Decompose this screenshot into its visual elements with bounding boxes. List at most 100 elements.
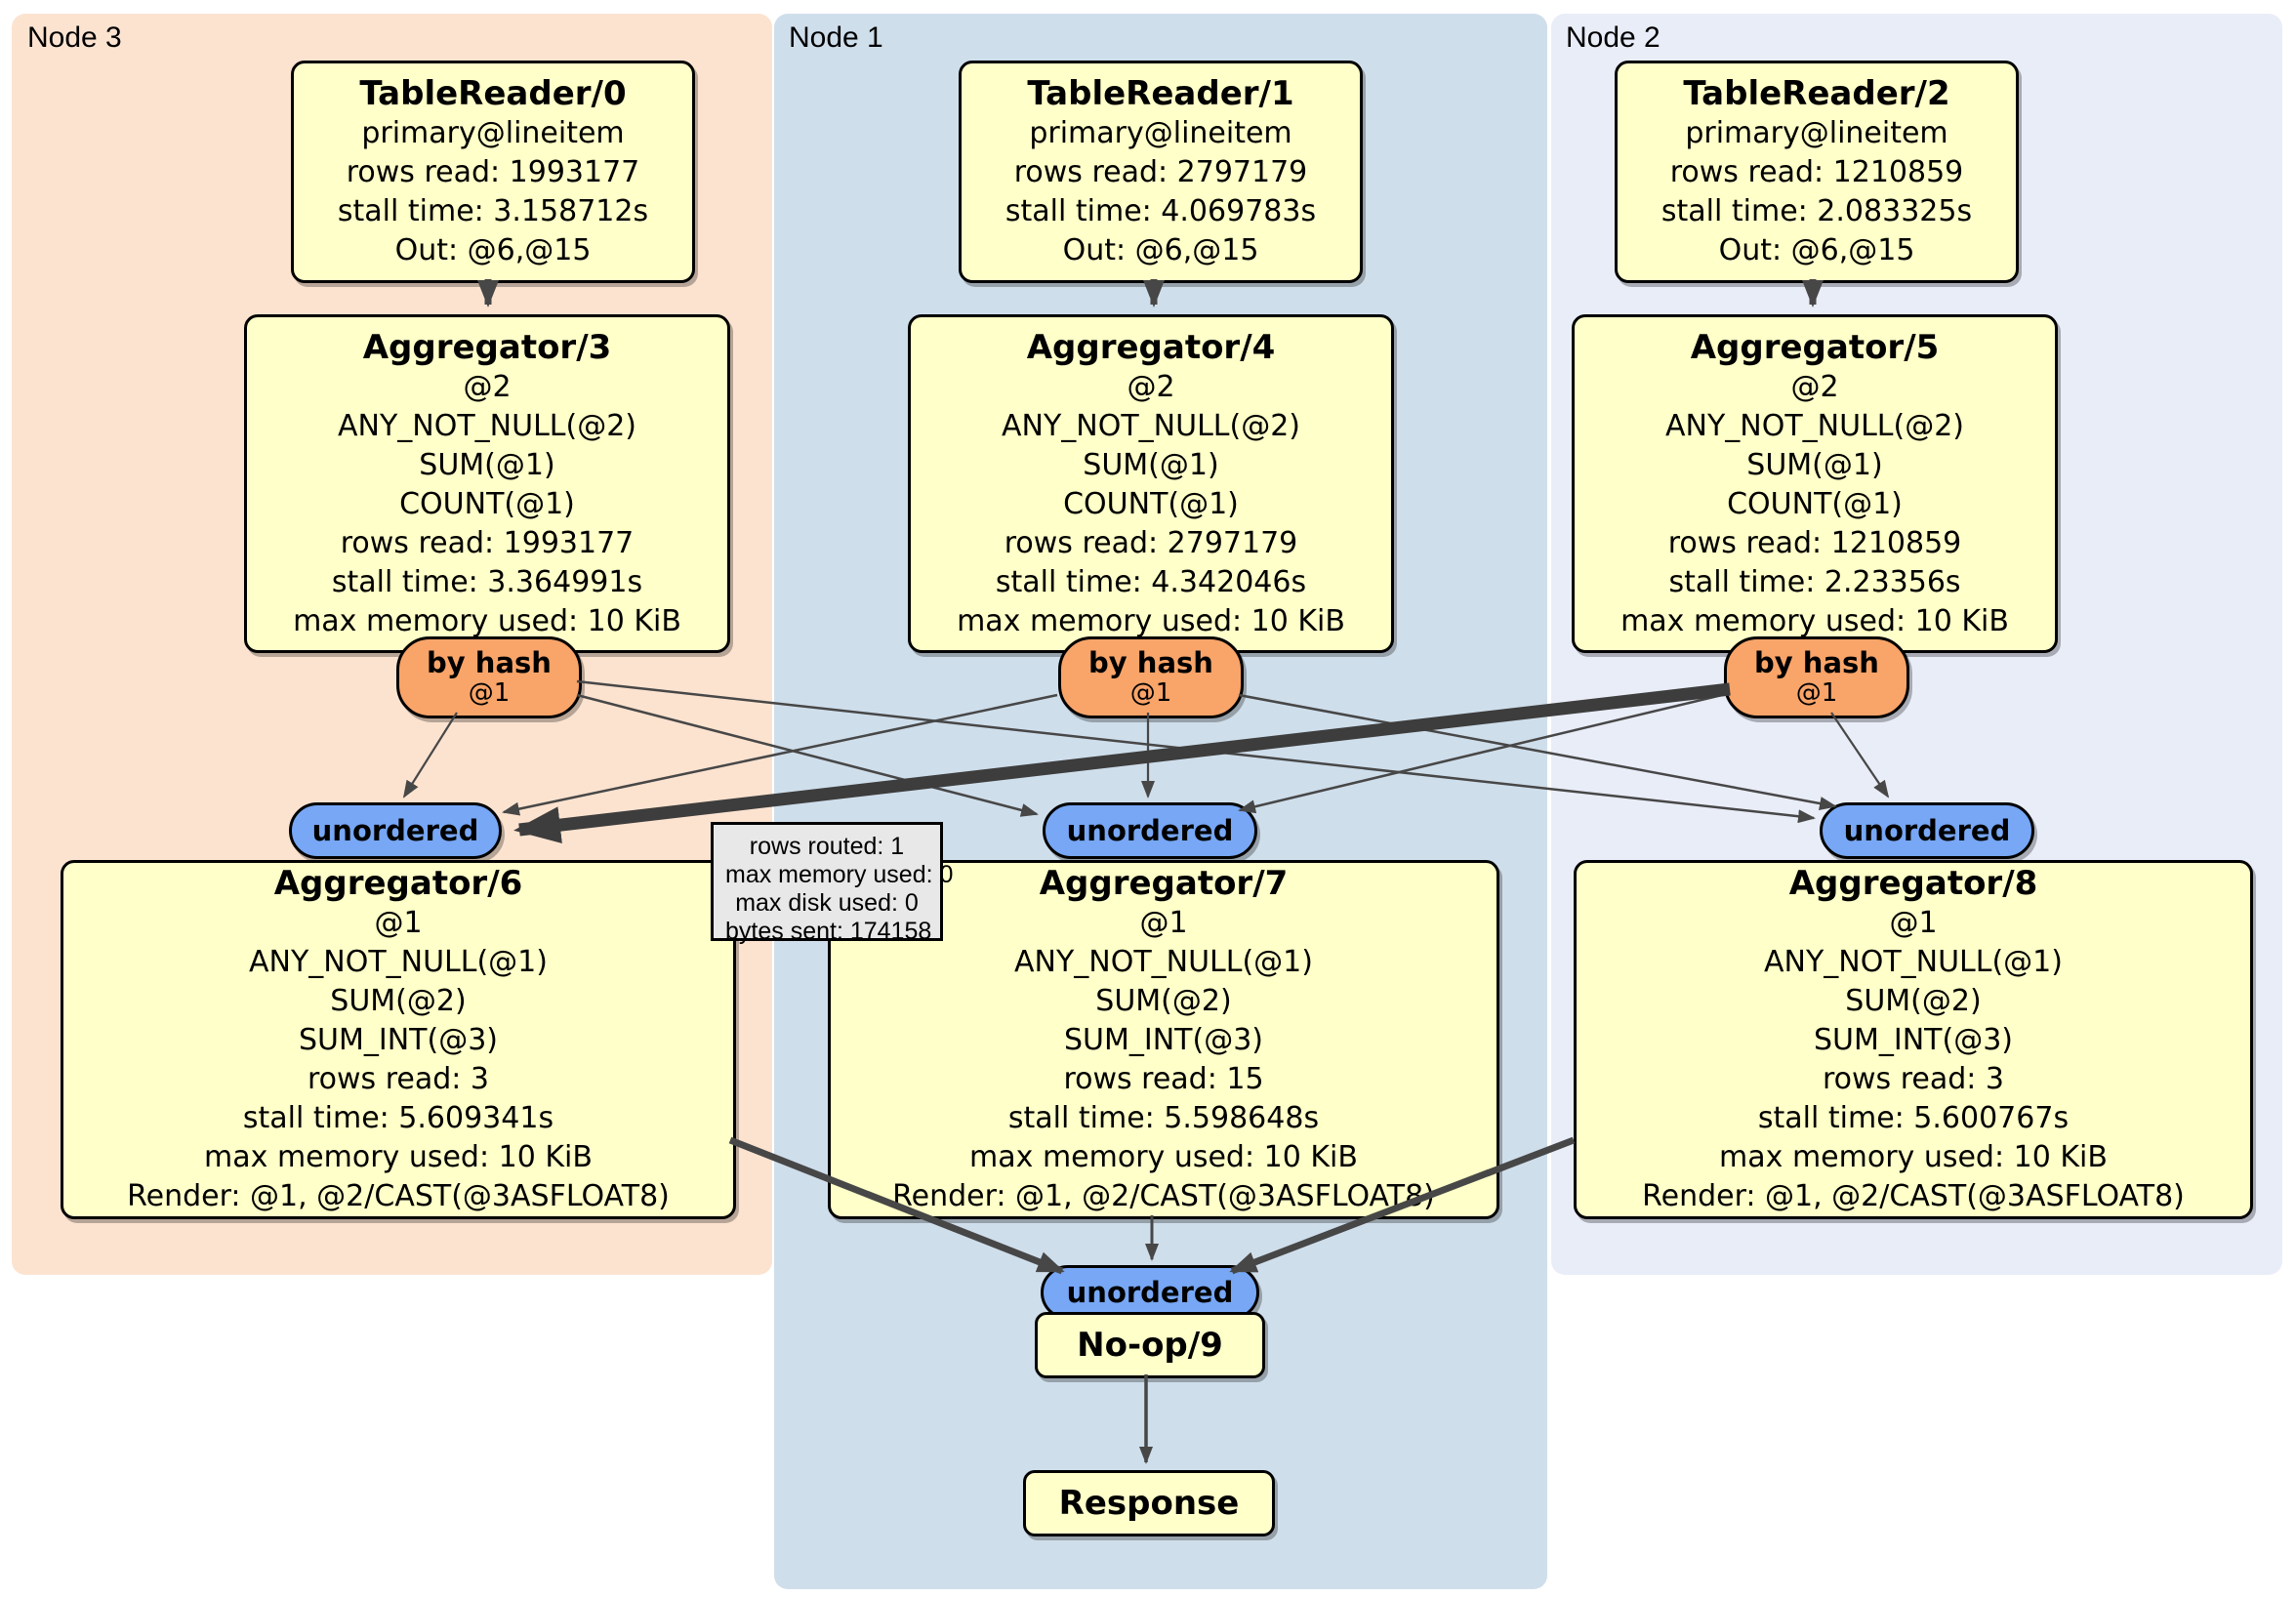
detail-line: SUM(@2) [1095, 984, 1232, 1018]
processor-tablereader-1: TableReader/1 primary@lineitem rows read:… [959, 61, 1363, 283]
detail-line: stall time: 5.609341s [242, 1101, 554, 1135]
stream-label: unordered [1843, 814, 2011, 847]
processor-title: TableReader/2 [1683, 74, 1950, 113]
detail-line: @1 [1889, 906, 1938, 940]
stream-label: unordered [1066, 814, 1234, 847]
stream-unordered-node1: unordered [1043, 802, 1257, 859]
detail-line: primary@lineitem [1685, 116, 1948, 150]
detail-line: ANY_NOT_NULL(@2) [1665, 408, 1964, 443]
processor-title: Response [1058, 1484, 1240, 1523]
stream-label: unordered [311, 814, 479, 847]
router-key: @1 [1795, 678, 1838, 708]
detail-line: stall time: 4.069783s [1004, 194, 1317, 228]
detail-line: stall time: 4.342046s [995, 564, 1307, 599]
processor-title: No-op/9 [1077, 1326, 1223, 1365]
router-by-hash-node3: by hash @1 [396, 636, 582, 718]
detail-line: SUM(@1) [1746, 447, 1883, 482]
processor-title: Aggregator/5 [1690, 327, 1940, 367]
detail-line: ANY_NOT_NULL(@1) [1763, 945, 2063, 979]
detail-line: rows read: 1993177 [340, 525, 635, 560]
detail-line: @2 [1127, 369, 1175, 404]
detail-line: COUNT(@1) [1063, 486, 1239, 521]
detail-line: Render: @1, @2/CAST(@3ASFLOAT8) [1642, 1179, 2185, 1213]
processor-title: TableReader/1 [1027, 74, 1294, 113]
detail-line: Out: @6,@15 [394, 233, 592, 267]
detail-line: @2 [1790, 369, 1839, 404]
processor-title: Aggregator/6 [273, 864, 523, 903]
detail-line: rows read: 1210859 [1669, 155, 1964, 189]
detail-line: max memory used: 10 KiB [293, 603, 681, 638]
detail-line: rows routed: 1 [749, 833, 905, 860]
detail-line: stall time: 2.083325s [1660, 194, 1973, 228]
stream-label: unordered [1066, 1276, 1234, 1309]
processor-tablereader-2: TableReader/2 primary@lineitem rows read:… [1615, 61, 2019, 283]
detail-line: Render: @1, @2/CAST(@3ASFLOAT8) [127, 1179, 670, 1213]
detail-line: max memory used: 10 KiB [1719, 1140, 2108, 1174]
detail-line: @1 [374, 906, 423, 940]
stream-unordered-final: unordered [1041, 1265, 1259, 1320]
detail-line: @2 [463, 369, 512, 404]
processor-title: Aggregator/7 [1039, 864, 1289, 903]
detail-line: rows read: 3 [307, 1062, 489, 1096]
router-label: by hash [1088, 646, 1213, 679]
detail-line: COUNT(@1) [399, 486, 575, 521]
detail-line: max memory used: 10 KiB [204, 1140, 593, 1174]
detail-line: @1 [1139, 906, 1188, 940]
detail-line: rows read: 1210859 [1667, 525, 1962, 560]
processor-noop-9: No-op/9 [1035, 1312, 1265, 1378]
node3-label: Node 3 [27, 21, 122, 54]
router-label: by hash [1754, 646, 1879, 679]
detail-line: rows read: 2797179 [1013, 155, 1308, 189]
detail-line: ANY_NOT_NULL(@2) [338, 408, 636, 443]
router-by-hash-node2: by hash @1 [1724, 636, 1909, 718]
node1-label: Node 1 [789, 21, 883, 54]
detail-line: Out: @6,@15 [1062, 233, 1259, 267]
processor-details: primary@lineitem rows read: 1210859 stall … [1661, 114, 1972, 270]
detail-line: ANY_NOT_NULL(@1) [1013, 945, 1313, 979]
detail-line: rows read: 3 [1822, 1062, 2004, 1096]
detail-line: SUM_INT(@3) [298, 1023, 498, 1057]
detail-line: stall time: 3.364991s [331, 564, 643, 599]
processor-response: Response [1023, 1470, 1275, 1536]
processor-title: TableReader/0 [359, 74, 627, 113]
detail-line: Out: @6,@15 [1718, 233, 1915, 267]
detail-line: SUM(@2) [330, 984, 467, 1018]
detail-line: max memory used: 10 KiB [969, 1140, 1358, 1174]
processor-title: Aggregator/4 [1026, 327, 1276, 367]
detail-line: max memory used: 10 KiB [1620, 603, 2009, 638]
detail-line: SUM(@1) [419, 447, 555, 482]
router-label: by hash [427, 646, 552, 679]
router-key: @1 [468, 678, 511, 708]
detail-line: primary@lineitem [361, 116, 625, 150]
detail-line: primary@lineitem [1029, 116, 1292, 150]
detail-line: rows read: 15 [1063, 1062, 1264, 1096]
stream-unordered-node2: unordered [1820, 802, 2034, 859]
detail-line: max memory used: 10 KiB [957, 603, 1345, 638]
detail-line: stall time: 5.600767s [1757, 1101, 2070, 1135]
detail-line: stall time: 5.598648s [1007, 1101, 1320, 1135]
detail-line: SUM_INT(@3) [1063, 1023, 1263, 1057]
detail-line: SUM_INT(@3) [1813, 1023, 2013, 1057]
detail-line: SUM(@1) [1083, 447, 1219, 482]
detail-line: rows read: 2797179 [1004, 525, 1298, 560]
detail-line: SUM(@2) [1845, 984, 1982, 1018]
processor-title: Aggregator/8 [1788, 864, 2038, 903]
detail-line: bytes sent: 174158 [725, 918, 932, 945]
detail-line: max memory used: 0 [725, 861, 954, 888]
